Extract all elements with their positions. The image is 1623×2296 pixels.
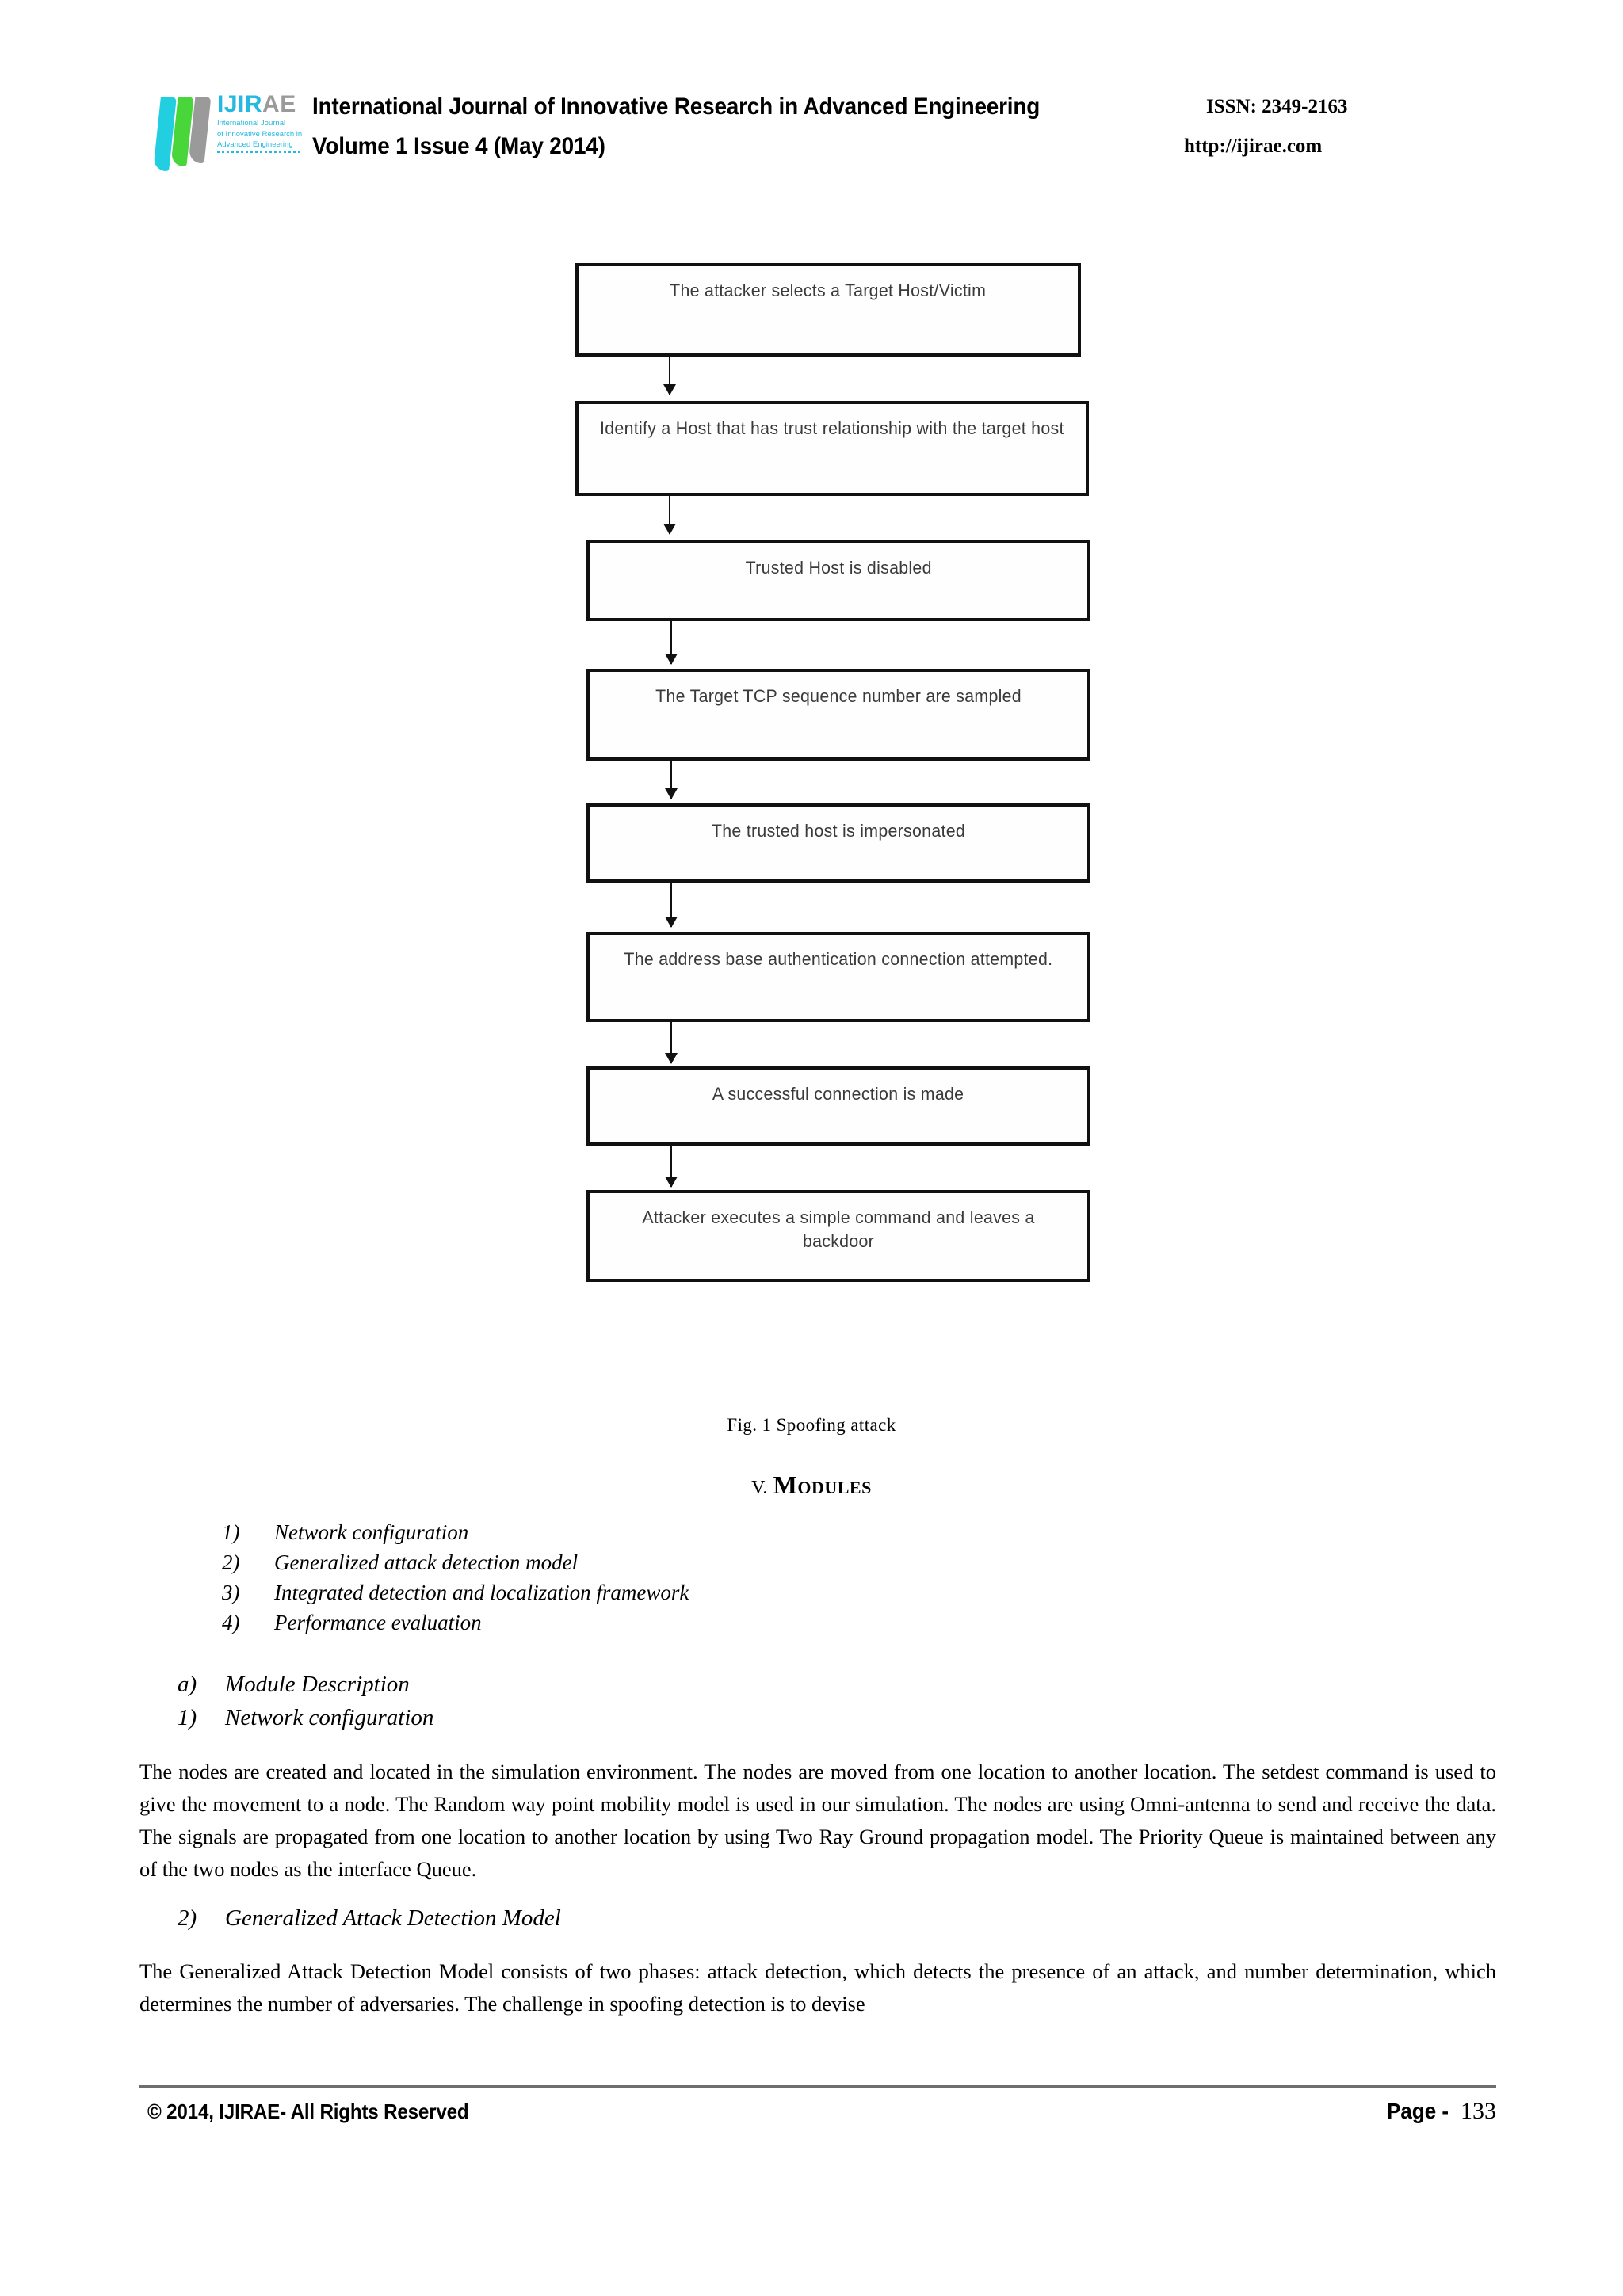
flow-box-3-label: Trusted Host is disabled [745,558,932,578]
flow-box-7: A successful connection is made [586,1066,1090,1146]
logo-subtitle-line-3: Advanced Engineering [217,140,293,149]
list-item-number: 1) [222,1520,240,1544]
footer-page-indicator: Page - 133 [1384,2098,1496,2125]
journal-logo: IJIRAE International Journal of Innovati… [153,90,303,179]
figure-caption: Fig. 1 Spoofing attack [727,1415,896,1435]
module-subheading-1-label: Network configuration [225,1705,434,1730]
list-item-label: Integrated detection and localization fr… [274,1581,689,1604]
page-header: IJIRAE International Journal of Innovati… [153,87,1503,181]
footer-divider [139,2085,1496,2088]
header-meta-block: ISSN: 2349-2163 http://ijirae.com [1170,87,1503,166]
list-item-label: Performance evaluation [274,1611,482,1634]
list-item: 1) Network configuration [222,1517,1173,1547]
logo-text-block: IJIRAE International Journal of Innovati… [217,92,303,153]
flow-box-8: Attacker executes a simple command and l… [586,1190,1090,1282]
flow-arrow-7-8 [665,1146,678,1188]
flow-box-6-label: The address base authentication connecti… [624,949,1053,969]
section-numeral: V. [751,1478,768,1498]
flow-arrow-2-3 [663,496,676,535]
logo-subtitle-line-1: International Journal [217,119,286,128]
spoofing-attack-flowchart: The attacker selects a Target Host/Victi… [569,254,1108,1418]
flow-arrow-1-2 [663,357,676,395]
footer-page-label: Page - [1386,2099,1449,2123]
module-description-heading: a) Module Description [178,1668,1128,1701]
module-description-heading-number: a) [178,1672,197,1697]
list-item: 3) Integrated detection and localization … [222,1577,1173,1608]
list-item-number: 4) [222,1611,240,1634]
list-item-label: Network configuration [274,1520,469,1544]
footer-page-number: 133 [1461,2098,1496,2124]
flow-box-7-label: A successful connection is made [712,1084,964,1104]
module-description-heading-label: Module Description [225,1672,410,1697]
logo-wordmark: IJIRAE [217,92,303,117]
flow-box-4: The Target TCP sequence number are sampl… [586,669,1090,761]
paragraph-network-configuration: The nodes are created and located in the… [139,1760,1496,1881]
header-title-block: International Journal of Innovative Rese… [312,87,1152,166]
flow-box-5: The trusted host is impersonated [586,803,1090,883]
paragraph-generalized-attack-detection: The Generalized Attack Detection Model c… [139,1959,1496,2016]
journal-issn: ISSN: 2349-2163 [1206,96,1348,117]
flow-arrow-3-4 [665,621,678,665]
flow-arrow-4-5 [665,761,678,799]
flow-box-3: Trusted Host is disabled [586,540,1090,621]
flow-box-1: The attacker selects a Target Host/Victi… [575,263,1081,357]
list-item-number: 3) [222,1581,240,1604]
logo-subtitle-line-2: of Innovative Research in [217,129,303,139]
list-item-label: Generalized attack detection model [274,1550,579,1574]
footer-copyright: © 2014, IJIRAE- All Rights Reserved [147,2100,469,2123]
list-item: 2) Generalized attack detection model [222,1547,1173,1577]
list-item: 4) Performance evaluation [222,1608,1173,1638]
logo-pages-icon [153,97,214,173]
flow-box-2-label: Identify a Host that has trust relations… [600,418,1064,438]
flow-box-2: Identify a Host that has trust relations… [575,401,1089,496]
module-subheading-2: 2) Generalized Attack Detection Model [178,1901,561,1935]
logo-wordmark-main: IJIR [217,91,263,117]
list-item-number: 2) [222,1550,240,1574]
flow-arrow-6-7 [665,1022,678,1064]
logo-underline [217,151,300,153]
flow-box-6: The address base authentication connecti… [586,932,1090,1022]
journal-volume-issue: Volume 1 Issue 4 (May 2014) [312,133,605,159]
module-subheading-2-label: Generalized Attack Detection Model [225,1905,561,1931]
module-subheading-1: 1) Network configuration [178,1701,1128,1734]
module-subheading-1-number: 1) [178,1705,197,1730]
modules-list: 1) Network configuration 2) Generalized at… [222,1517,1173,1638]
logo-wordmark-accent: AE [262,91,296,117]
flow-arrow-5-6 [665,883,678,928]
flow-box-1-label: The attacker selects a Target Host/Victi… [670,280,987,300]
flow-box-5-label: The trusted host is impersonated [711,821,966,841]
flow-box-8-label: Attacker executes a simple command and l… [642,1207,1035,1251]
module-description-block: a) Module Description 1) Network configura… [178,1668,1128,1734]
journal-title: International Journal of Innovative Rese… [312,93,1041,120]
flow-box-4-label: The Target TCP sequence number are sampl… [655,686,1022,706]
section-title: Modules [773,1470,872,1499]
section-heading: V. Modules [0,1470,1623,1500]
module-subheading-2-number: 2) [178,1905,197,1931]
journal-url[interactable]: http://ijirae.com [1184,135,1323,157]
